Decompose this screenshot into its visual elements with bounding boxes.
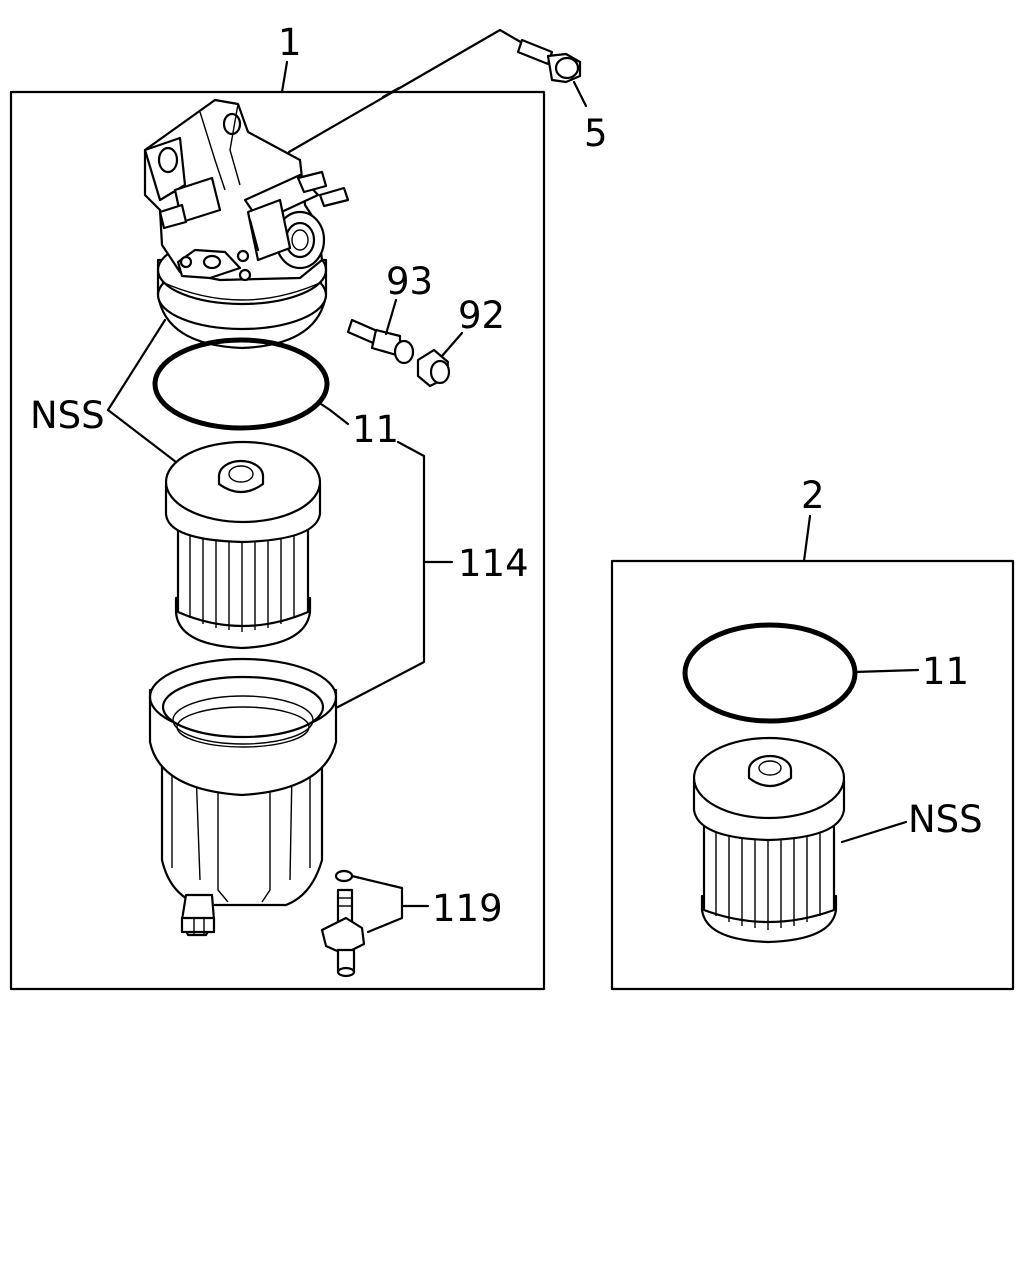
- filter-pleats-right: [715, 830, 821, 930]
- bolt-part-5: 5: [287, 28, 608, 155]
- cap-part-92: 92: [416, 294, 505, 388]
- callout-part-119: 119: [432, 887, 503, 930]
- callout-oring-left: 11: [352, 408, 399, 451]
- callout-part-114: 114: [458, 542, 529, 585]
- callout-oring-right: 11: [922, 650, 969, 693]
- o-ring-right: 11: [682, 622, 969, 724]
- callout-nss-right: NSS: [908, 798, 983, 841]
- assembly-1-frame: 1: [9, 21, 546, 991]
- o-ring-left: 11: [152, 337, 399, 451]
- callout-assembly-1: 1: [278, 21, 302, 64]
- callout-bolt: 5: [584, 112, 608, 155]
- filter-bowl: [148, 657, 338, 937]
- filter-element-right: NSS: [692, 736, 983, 944]
- sensor-part-119: 119: [320, 869, 503, 978]
- filter-pleats-left: [189, 534, 295, 632]
- callout-part-92: 92: [458, 294, 505, 337]
- filter-element-left: [164, 440, 322, 650]
- nss-left-leaders: NSS: [30, 318, 178, 464]
- bracket-114-leader: 114: [334, 440, 529, 710]
- callout-nss-left: NSS: [30, 394, 105, 437]
- callout-assembly-2: 2: [801, 474, 825, 517]
- assembly-2-frame: 2: [610, 474, 1015, 991]
- callout-part-93: 93: [386, 260, 433, 303]
- filter-head: [143, 98, 350, 350]
- plug-part-93: 93: [346, 260, 433, 365]
